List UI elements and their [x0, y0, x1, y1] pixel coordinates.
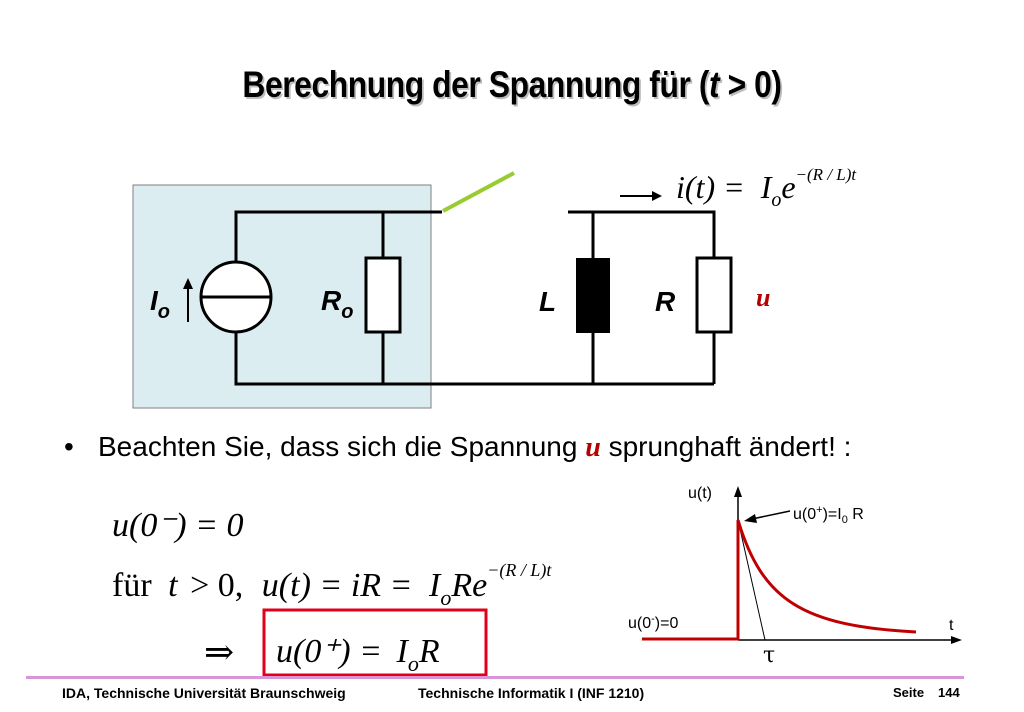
inductor-l-icon: [576, 258, 610, 333]
plot-base-label: u(0-)=0: [628, 613, 678, 632]
footer-seite: Seite: [893, 685, 925, 700]
footer-left: IDA, Technische Universität Braunschweig: [62, 685, 346, 701]
label-ro: Ro: [321, 285, 353, 323]
voltage-curve: [642, 519, 917, 641]
plot-xlabel: t: [949, 617, 954, 634]
label-io: Io: [150, 285, 170, 323]
resistor-ro-icon: [364, 256, 402, 334]
formula-u-plus: u(0⁺) = IoR: [276, 633, 440, 676]
switch-lever: [442, 171, 515, 213]
result-box: [262, 608, 488, 677]
slide-title: Berechnung der Spannung für (t > 0): [242, 64, 782, 105]
current-exponent: −(R / L)t: [796, 165, 858, 184]
voltage-plot: u(t) t u(0+)=I0 R u(0-)=0 τ: [628, 485, 962, 668]
current-lhs: i(t) =: [676, 169, 745, 205]
resistor-r-icon: [695, 256, 733, 334]
footer-page-number: 144: [938, 685, 960, 700]
plot-tau-label: τ: [763, 643, 775, 668]
tau-tangent: [737, 519, 766, 641]
footer-center: Technische Informatik I (INF 1210): [418, 685, 645, 701]
footer-divider: [26, 676, 964, 679]
current-I: I: [760, 169, 773, 205]
label-l: L: [539, 286, 556, 317]
label-u: u: [756, 283, 770, 312]
label-r: R: [655, 286, 676, 317]
implies-arrow: ⇒: [204, 632, 234, 673]
formula-u-minus: u(0⁻) = 0: [112, 507, 244, 544]
bullet-marker: •: [64, 431, 74, 462]
right-top-wire: [568, 210, 716, 258]
current-formula: i(t) = Ioe−(R / L)t: [620, 165, 857, 211]
formula-u-t: für t > 0, u(t) = iR = IoRe−(R / L)t: [112, 560, 552, 610]
left-top-wire: [234, 210, 442, 262]
bottom-wire: [234, 332, 714, 386]
svg-text:i(t) = Ioe−(R / L)t: i(t) = Ioe−(R / L)t: [676, 165, 857, 211]
circuit-diagram: Io Ro L R u: [132, 171, 770, 409]
plot-ylabel: u(t): [688, 485, 712, 502]
plot-peak-label: u(0+)=I0 R: [793, 504, 864, 526]
